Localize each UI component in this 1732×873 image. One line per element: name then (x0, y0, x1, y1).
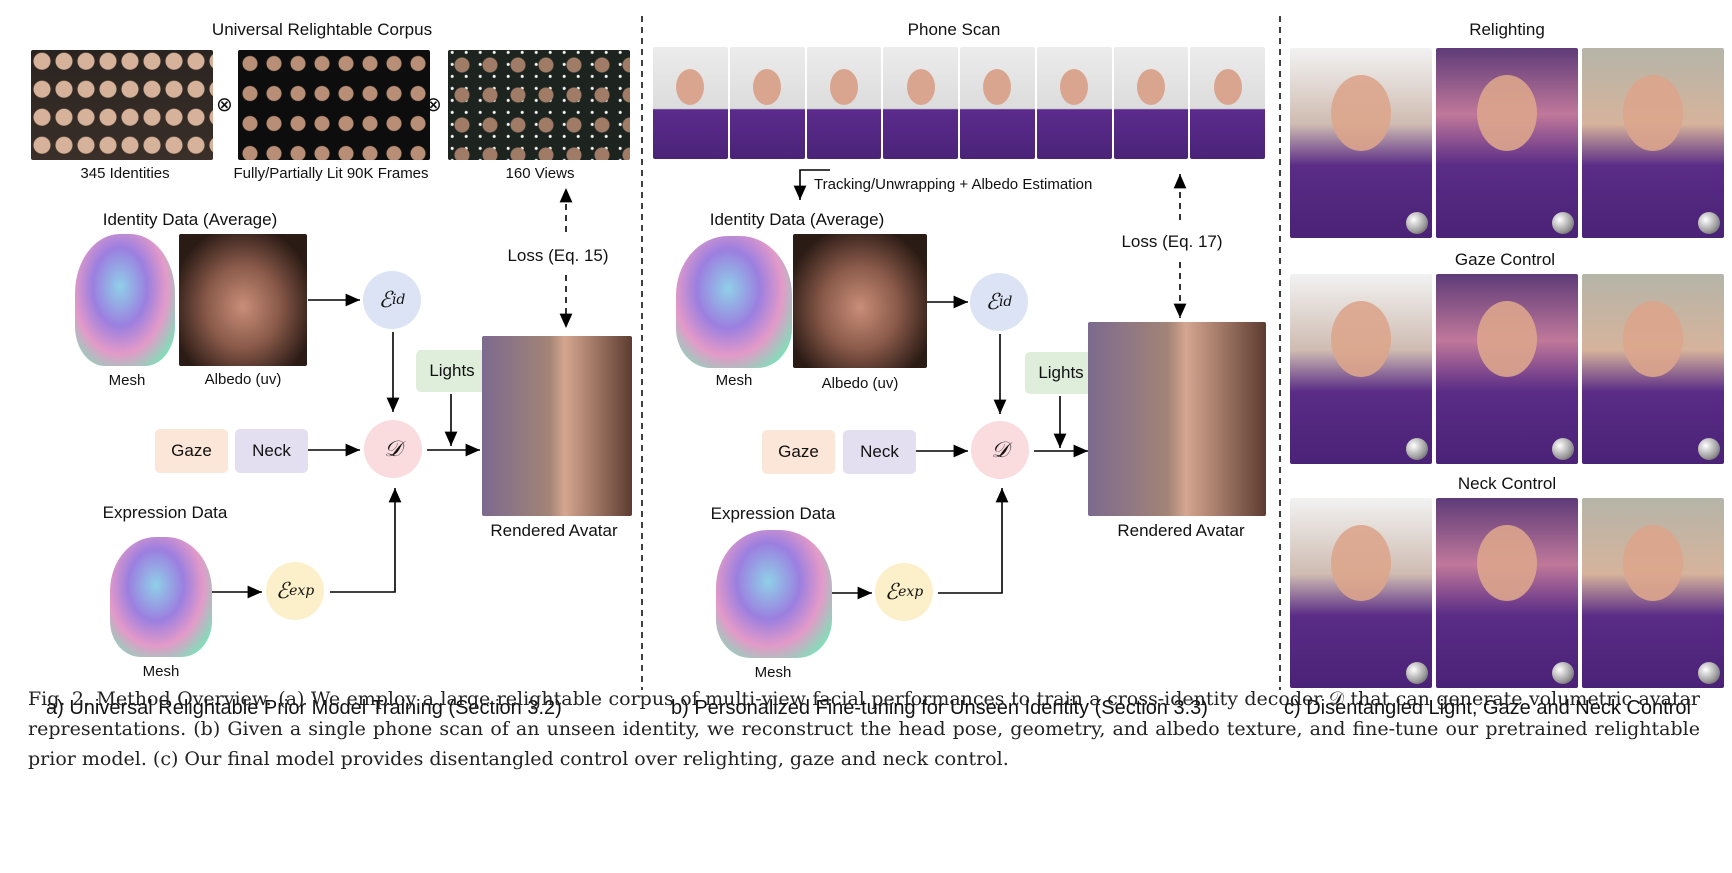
identity-data-label: Identity Data (Average) (102, 210, 278, 229)
figure-caption: Fig. 2. Method Overview. (a) We employ a… (28, 688, 1700, 770)
identity-encoder-symbol: ℰ (378, 287, 392, 313)
decoder-node-b: 𝒟 (971, 421, 1029, 479)
neck-control-label: Neck Control (1457, 474, 1557, 493)
light-probe-icon (1698, 662, 1720, 684)
expression-data-label-b: Expression Data (710, 504, 836, 523)
relight-image-3 (1582, 48, 1724, 238)
identity-mesh-image-b (676, 236, 792, 368)
gaze-image-1 (1290, 274, 1432, 464)
phone-frame-5 (960, 47, 1035, 159)
gaze-image-2 (1436, 274, 1578, 464)
identity-encoder-subscript: id (391, 292, 406, 308)
neck-box: Neck (235, 429, 308, 473)
light-probe-icon (1552, 662, 1574, 684)
mesh-label-b: Mesh (715, 372, 753, 389)
expression-mesh-image (110, 537, 212, 657)
expression-mesh-image-b (716, 530, 832, 658)
tracking-label: Tracking/Unwrapping + Albedo Estimation (814, 176, 1093, 193)
views-label: 160 Views (505, 165, 575, 182)
identity-mesh-image (75, 234, 175, 366)
gaze-box-b: Gaze (762, 430, 835, 474)
relight-image-2 (1436, 48, 1578, 238)
neck-box-b: Neck (843, 430, 916, 474)
neck-image-2 (1436, 498, 1578, 688)
light-probe-icon (1552, 212, 1574, 234)
rendered-avatar-image (482, 336, 632, 516)
phone-frame-7 (1113, 47, 1189, 159)
corpus-title: Universal Relightable Corpus (211, 20, 433, 39)
expression-encoder-symbol-b: ℰ (884, 579, 899, 605)
expression-encoder-subscript: exp (289, 583, 315, 599)
frames-image (238, 50, 430, 160)
identities-label: 345 Identities (80, 165, 170, 182)
gaze-box: Gaze (155, 429, 228, 473)
light-probe-icon (1698, 438, 1720, 460)
loss-label-b: Loss (Eq. 17) (1121, 232, 1223, 251)
expression-mesh-label: Mesh (142, 663, 180, 680)
lights-box-b: Lights (1025, 352, 1097, 394)
gaze-control-label: Gaze Control (1454, 250, 1556, 269)
albedo-label: Albedo (uv) (204, 371, 282, 388)
phone-frame-2 (729, 47, 805, 159)
light-probe-icon (1406, 438, 1428, 460)
loss-label-a: Loss (Eq. 15) (507, 246, 609, 265)
rendered-avatar-label-b: Rendered Avatar (1117, 521, 1245, 540)
panel-c-title: c) Disentangled Light, Gaze and Neck Con… (1284, 697, 1691, 719)
neck-image-3 (1582, 498, 1724, 688)
panel-b-title: b) Personalized Fine-tuning for Unseen I… (671, 697, 1208, 719)
identities-image (31, 50, 213, 160)
decoder-node: 𝒟 (364, 420, 422, 478)
gaze-image-3 (1582, 274, 1724, 464)
albedo-label-b: Albedo (uv) (821, 375, 899, 392)
phone-frame-4 (883, 47, 958, 159)
phone-scan-title: Phone Scan (907, 20, 1001, 39)
identity-encoder-symbol-b: ℰ (985, 289, 999, 315)
expression-encoder-subscript-b: exp (898, 584, 924, 600)
frames-label: Fully/Partially Lit 90K Frames (233, 165, 429, 182)
expression-data-label: Expression Data (102, 503, 228, 522)
identity-encoder-subscript-b: id (998, 294, 1013, 310)
diagram-connectors (212, 16, 1281, 690)
tensor-product-symbol: ⊗ (216, 92, 233, 116)
phone-frame-6 (1036, 47, 1112, 159)
light-probe-icon (1406, 212, 1428, 234)
lights-box: Lights (416, 350, 488, 392)
panel-a-title: a) Universal Relightable Prior Model Tra… (46, 697, 562, 719)
phone-frame-8 (1190, 47, 1265, 159)
relight-image-1 (1290, 48, 1432, 238)
expression-mesh-label-b: Mesh (754, 664, 792, 681)
neck-image-1 (1290, 498, 1432, 688)
tensor-product-symbol-2: ⊗ (425, 92, 442, 116)
phone-frame-1 (653, 47, 728, 159)
light-probe-icon (1552, 438, 1574, 460)
phone-frame-3 (806, 47, 882, 159)
albedo-image-b (793, 234, 927, 368)
light-probe-icon (1698, 212, 1720, 234)
views-image (448, 50, 630, 160)
light-probe-icon (1406, 662, 1428, 684)
identity-data-label-b: Identity Data (Average) (709, 210, 885, 229)
expression-encoder-symbol: ℰ (275, 578, 290, 604)
relighting-label: Relighting (1469, 20, 1545, 39)
phone-scan-strip (653, 47, 1265, 159)
rendered-avatar-label: Rendered Avatar (490, 521, 618, 540)
albedo-image (179, 234, 307, 366)
mesh-label: Mesh (108, 372, 146, 389)
rendered-avatar-image-b (1088, 322, 1266, 516)
